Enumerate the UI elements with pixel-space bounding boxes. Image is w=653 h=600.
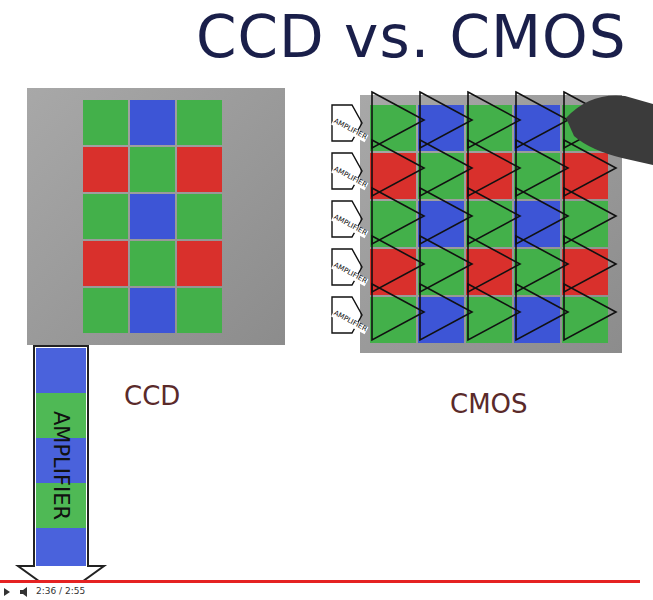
ccd-sensor xyxy=(27,88,285,345)
amplifier-label: AMPLIFIER xyxy=(49,411,72,520)
progress-bar xyxy=(0,580,640,583)
video-time: 2:36 / 2:55 xyxy=(36,587,85,597)
player-bar xyxy=(0,580,653,600)
ccd-pixels xyxy=(83,100,222,333)
page-title: CCD vs. CMOS xyxy=(196,6,627,70)
play-icon xyxy=(4,588,10,596)
pen-tip xyxy=(566,95,653,165)
sensor-label: CMOS xyxy=(450,390,528,419)
cmos-pixels xyxy=(370,105,608,343)
volume-icon xyxy=(20,587,27,597)
sensor-label: CCD xyxy=(124,382,180,411)
readout-arrow xyxy=(18,346,104,597)
